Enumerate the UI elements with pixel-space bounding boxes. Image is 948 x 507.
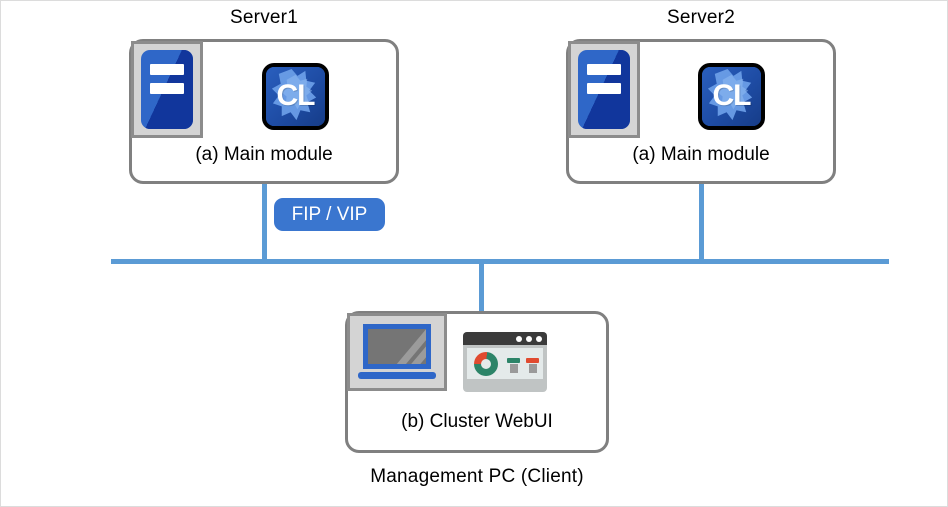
dashboard-status-indicator-green	[507, 358, 520, 373]
fip-vip-badge: FIP / VIP	[274, 198, 385, 231]
dashboard-status-indicator-red	[526, 358, 539, 373]
laptop-screen	[363, 324, 431, 369]
cl-splash-shape	[266, 67, 325, 126]
server2-title: Server2	[667, 7, 735, 28]
status-indicator-stem	[509, 364, 518, 373]
server1-network-drop-line	[262, 184, 267, 262]
management-pc-laptop-icon	[347, 313, 447, 391]
server1-title: Server1	[230, 7, 298, 28]
server1-cl-label: CL	[276, 78, 316, 112]
server-tower-slot-2	[150, 83, 184, 94]
cluster-webui-browser-dashboard-icon	[463, 332, 547, 392]
server2-module-label: (a) Main module	[632, 144, 770, 165]
server-tower-body	[141, 50, 193, 129]
server-tower-slot-2	[587, 83, 621, 94]
browser-content-area	[467, 348, 543, 379]
server1-clusterpro-cl-icon: CL	[262, 63, 329, 130]
browser-window-dot-2	[526, 336, 532, 342]
server-tower-body	[578, 50, 630, 129]
server2-clusterpro-cl-icon: CL	[698, 63, 765, 130]
dashboard-donut-chart-icon	[474, 352, 498, 376]
network-bus-line	[111, 259, 889, 264]
cluster-webui-label: (b) Cluster WebUI	[401, 411, 553, 432]
server1-module-label: (a) Main module	[195, 144, 333, 165]
browser-window-dot-3	[536, 336, 542, 342]
server2-network-drop-line	[699, 184, 704, 262]
server2-server-tower-icon	[568, 41, 640, 138]
client-network-drop-line	[479, 259, 484, 311]
status-indicator-cap	[507, 358, 520, 363]
server-tower-slot-1	[150, 64, 184, 75]
browser-titlebar	[463, 332, 547, 345]
browser-window-dot-1	[516, 336, 522, 342]
server2-cl-label: CL	[712, 78, 752, 112]
cl-splash-shape	[702, 67, 761, 126]
laptop-base	[358, 372, 436, 379]
status-indicator-stem	[528, 364, 537, 373]
management-pc-title: Management PC (Client)	[370, 466, 584, 487]
server1-server-tower-icon	[131, 41, 203, 138]
server-tower-slot-1	[587, 64, 621, 75]
status-indicator-cap	[526, 358, 539, 363]
